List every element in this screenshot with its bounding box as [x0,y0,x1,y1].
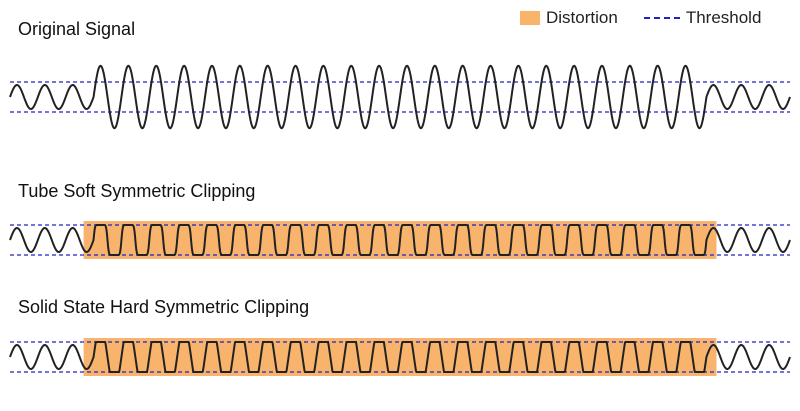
panel-title-original-signal: Original Signal [18,19,136,39]
waveform-hard-clipped [9,341,791,373]
threshold-swatch [643,17,680,19]
panel-title-solid-state-hard-clipping: Solid State Hard Symmetric Clipping [18,297,310,317]
distortion-legend-label: Distortion [546,8,618,27]
legend: Distortion Threshold [520,8,761,28]
waveform-original [9,64,791,130]
panel-title-tube-soft-clipping: Tube Soft Symmetric Clipping [18,181,256,201]
waveform-soft-clipped [9,224,791,256]
distortion-swatch [520,11,540,25]
threshold-legend-label: Threshold [685,8,762,27]
